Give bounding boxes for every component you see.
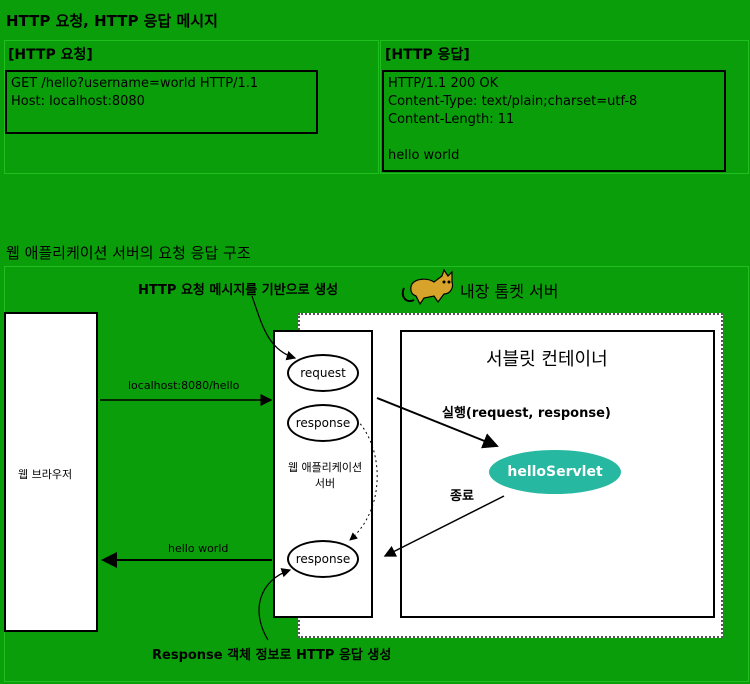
tomcat-label: 내장 톰켓 서버 [460, 282, 559, 301]
response-node-out-label: response [295, 552, 351, 566]
response-node: response [287, 404, 359, 442]
request-node: request [287, 354, 359, 392]
annotation-top: HTTP 요청 메시지를 기반으로 생성 [138, 283, 339, 298]
execute-arrow [376, 397, 499, 449]
web-browser-label: 웹 브라우저 [18, 468, 73, 481]
response-line: HTTP/1.1 200 OK [388, 76, 499, 91]
execute-label: 실행(request, response) [442, 406, 611, 421]
response-panel [380, 40, 749, 174]
was-label-line: 서버 [314, 477, 336, 490]
top-heading: HTTP 요청, HTTP 응답 메시지 [6, 12, 218, 30]
was-label-line: 웹 애플리케이션 [287, 461, 363, 474]
web-browser-box [4, 312, 98, 632]
end-label: 종료 [450, 489, 474, 504]
annotation-bottom: Response 객체 정보로 HTTP 응답 생성 [152, 648, 392, 663]
request-message-box: GET /hello?username=world HTTP/1.1 Host:… [5, 70, 318, 134]
response-title: [HTTP 응답] [385, 47, 470, 63]
response-message-box: HTTP/1.1 200 OK Content-Type: text/plain… [382, 70, 726, 172]
hello-servlet-node: helloServlet [489, 450, 621, 494]
hello-servlet-label: helloServlet [507, 464, 603, 480]
bottom-heading: 웹 애플리케이션 서버의 요청 응답 구조 [6, 244, 251, 262]
response-node-label: response [295, 416, 351, 430]
request-line: Host: localhost:8080 [11, 94, 145, 109]
end-arrow [383, 495, 505, 557]
response-line: Content-Length: 11 [388, 112, 515, 127]
response-line: Content-Type: text/plain;charset=utf-8 [388, 94, 638, 109]
servlet-container-title: 서블릿 컨테이너 [486, 349, 608, 370]
annotation-bottom-arrow [258, 568, 292, 641]
response-line: hello world [388, 148, 460, 163]
tomcat-icon [401, 268, 454, 306]
request-node-label: request [300, 366, 346, 380]
was-label: 웹 애플리케이션 서버 [280, 460, 370, 492]
request-url-label: localhost:8080/hello [128, 379, 240, 392]
response-flow-dotted [349, 419, 378, 541]
annotation-top-arrow [251, 295, 297, 361]
request-panel [4, 40, 379, 174]
response-text-label: hello world [168, 542, 229, 555]
response-node-out: response [287, 540, 359, 578]
request-line: GET /hello?username=world HTTP/1.1 [11, 76, 259, 91]
request-title: [HTTP 요청] [8, 47, 93, 63]
